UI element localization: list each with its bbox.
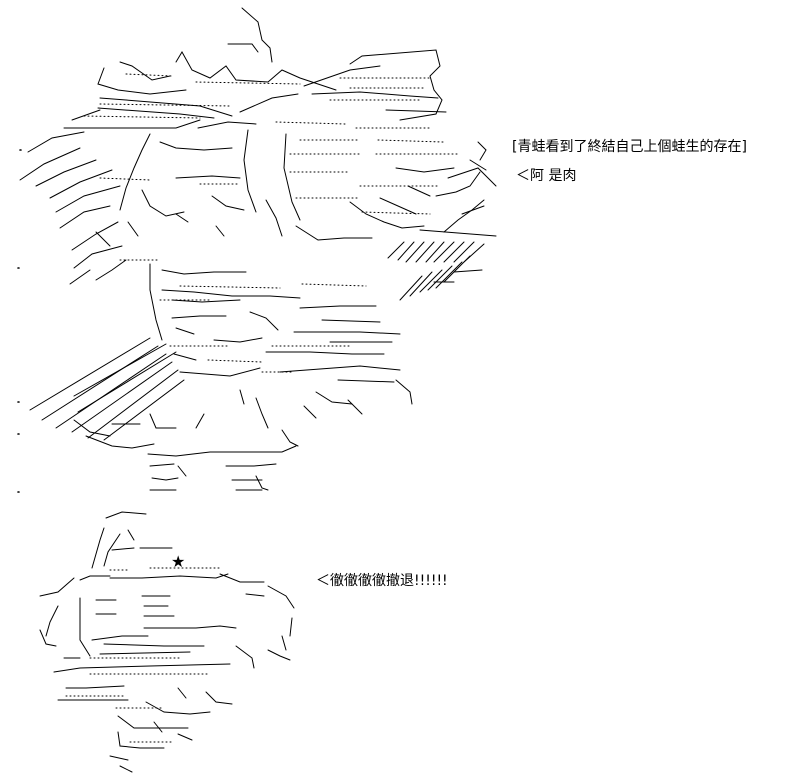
face-outline: [95, 121, 373, 247]
upper-dots: [119, 259, 367, 373]
creature-face: [79, 595, 293, 669]
creature-body: [39, 629, 233, 773]
lower-ascii-figure: [39, 511, 295, 773]
right-hatching: [387, 241, 485, 301]
caption-ah-meat: ＜阿 是肉: [516, 168, 577, 184]
cane-stripes: [29, 337, 185, 441]
caption-frog-sees: [青蛙看到了終結自己上個蛙生的存在]: [512, 139, 747, 155]
hair-crown: [63, 7, 447, 129]
hair-texture: [83, 73, 461, 215]
torso: [149, 263, 413, 419]
left-hair-strands: [19, 131, 127, 285]
right-hair: [349, 141, 497, 237]
left-margin-dots: [17, 149, 22, 493]
lower-body: [73, 389, 299, 491]
caption-retreat: ＜徹徹徹徹撤退!!!!!!: [316, 573, 448, 589]
creature-antenna: [91, 511, 147, 569]
upper-ascii-figure: [17, 7, 497, 493]
creature-texture: [65, 567, 221, 743]
creature-hat: [39, 547, 295, 637]
star-icon: ★: [171, 552, 186, 571]
